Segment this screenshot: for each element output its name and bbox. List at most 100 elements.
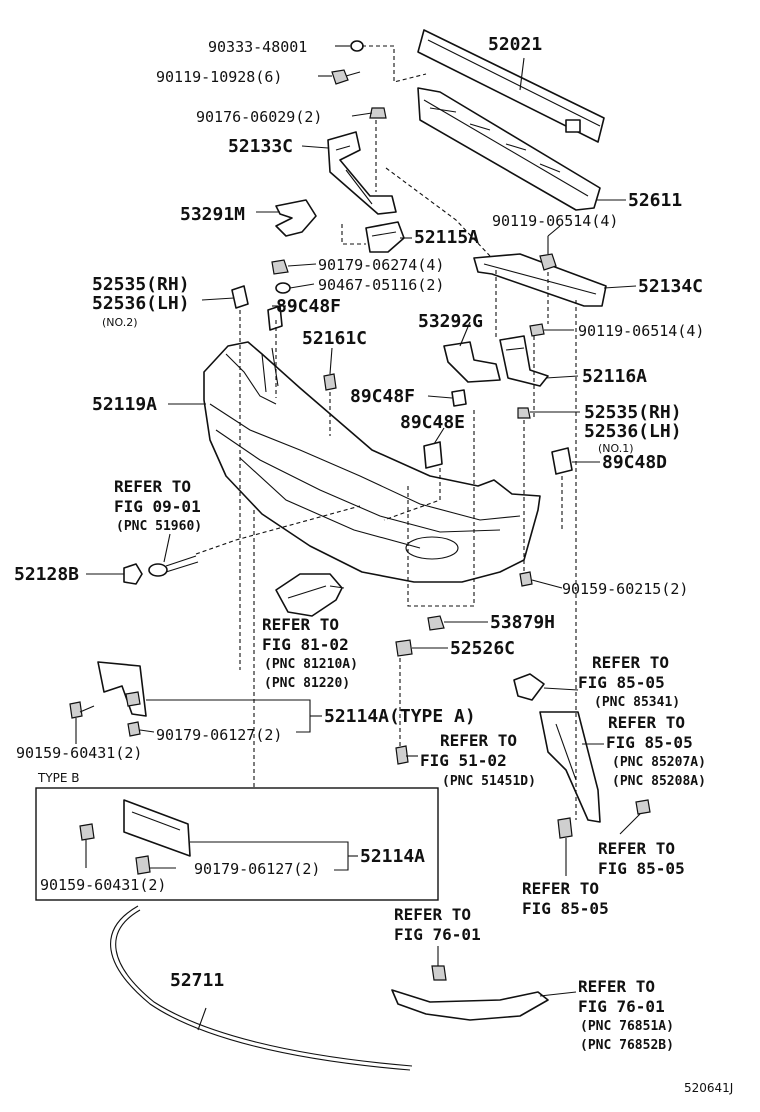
refer-7601a-line1: REFER TO (394, 905, 471, 924)
label-52536lh-a: 52536(LH) (92, 293, 190, 314)
plug-90333 (350, 40, 364, 52)
refer-fig-85-05-a: REFER TO FIG 85-05 (PNC 85341) (578, 653, 680, 710)
bracket-89C48F-b (451, 389, 467, 407)
bracket-53292G (443, 341, 501, 383)
license-bracket-type-b (123, 799, 191, 857)
refer-0901-line1: REFER TO (114, 477, 191, 496)
bolt-90119-06514-b (529, 323, 545, 337)
refer-7601b-line4: (PNC 76852B) (580, 1038, 674, 1053)
clip-52526C (395, 639, 413, 657)
label-90159-60431-b: 90159-60431(2) (40, 876, 166, 894)
diagram-id: 520641J (684, 1081, 733, 1095)
label-90159-60215: 90159-60215(2) (562, 580, 688, 598)
label-90179-06274: 90179-06274(4) (318, 256, 444, 274)
refer-8505d-line1: REFER TO (522, 879, 599, 898)
nut-90176 (369, 107, 387, 119)
retainer-52115A (365, 221, 405, 253)
tow-hook-and-cap (123, 555, 199, 585)
refer-8505a-line2: FIG 85-05 (578, 673, 665, 692)
dashed-guide-lines (195, 45, 577, 820)
refer-fig-76-01-b: REFER TO FIG 76-01 (PNC 76851A) (PNC 768… (578, 977, 674, 1053)
part-labels: 90333-48001 90119-10928(6) 90176-06029(2… (14, 34, 733, 1095)
label-no1: (NO.1) (598, 442, 634, 455)
label-90119-06514-a: 90119-06514(4) (492, 212, 618, 230)
nut-90179-06274 (271, 259, 289, 275)
label-52116A: 52116A (582, 366, 647, 387)
bracket-89C48D (551, 447, 573, 475)
bolt-90119-10928 (331, 69, 361, 85)
refer-8102-line3: (PNC 81210A) (264, 657, 358, 672)
label-89C48E: 89C48E (400, 412, 465, 433)
clip-90467 (275, 282, 291, 294)
label-90176-06029: 90176-06029(2) (196, 108, 322, 126)
label-52536lh-b: 52536(LH) (584, 421, 682, 442)
label-52133C: 52133C (228, 136, 293, 157)
refer-0901-line3: (PNC 51960) (116, 519, 202, 534)
label-52128B: 52128B (14, 564, 79, 585)
label-90159-60431-a: 90159-60431(2) (16, 744, 142, 762)
refer-8505a-line3: (PNC 85341) (594, 695, 680, 710)
screw-90159-60215 (519, 571, 533, 587)
bracket-52134C (473, 253, 607, 307)
label-52535rh-a: 52535(RH) (92, 274, 190, 295)
refer-8505b-line4: (PNC 85208A) (612, 774, 706, 789)
screw-90159-60431-a (69, 701, 83, 719)
label-90179-06127-a: 90179-06127(2) (156, 726, 282, 744)
label-52114A-type-a: 52114A(TYPE A) (324, 706, 476, 727)
clip-52535-no1 (517, 407, 531, 419)
refer-7601a-line2: FIG 76-01 (394, 925, 481, 944)
clip-85-05-a (557, 817, 573, 839)
label-52711: 52711 (170, 970, 224, 991)
nut-90179-06127-b (135, 855, 151, 875)
refer-7601b-line2: FIG 76-01 (578, 997, 665, 1016)
label-89C48D: 89C48D (602, 452, 667, 473)
retainer-52116A (499, 335, 549, 387)
bracket-89C48F-a (267, 305, 283, 331)
refer-5102-line2: FIG 51-02 (420, 751, 507, 770)
refer-7601b-line1: REFER TO (578, 977, 655, 996)
label-52119A: 52119A (92, 394, 157, 415)
label-52021: 52021 (488, 34, 542, 55)
clip-85-05-b (635, 799, 651, 815)
leader-lines (75, 45, 641, 1031)
label-52161C: 52161C (302, 328, 367, 349)
label-52611: 52611 (628, 190, 682, 211)
label-90119-06514-b: 90119-06514(4) (578, 322, 704, 340)
label-53292G: 53292G (418, 311, 483, 332)
refer-8102-line2: FIG 81-02 (262, 635, 349, 654)
type-b-frame (35, 787, 439, 901)
label-90119-10928: 90119-10928(6) (156, 68, 282, 86)
bracket-53291M (275, 199, 317, 237)
bracket-52535-no2 (231, 285, 249, 309)
refer-8102-line1: REFER TO (262, 615, 339, 634)
fog-lamp (275, 573, 343, 617)
clip-52161C (323, 373, 337, 391)
label-no2: (NO.2) (102, 316, 138, 329)
label-90467-05116: 90467-05116(2) (318, 276, 444, 294)
label-53291M: 53291M (180, 204, 245, 225)
refer-fig-85-05-d: REFER TO FIG 85-05 (522, 879, 609, 918)
label-90333-48001: 90333-48001 (208, 38, 307, 56)
label-52535rh-b: 52535(RH) (584, 402, 682, 423)
screw-51-02 (395, 745, 409, 765)
license-bracket-type-a (97, 661, 147, 717)
label-52134C: 52134C (638, 276, 703, 297)
label-type-b: TYPE B (37, 771, 80, 785)
bracket-52133C (327, 131, 397, 215)
refer-fig-09-01: REFER TO FIG 09-01 (PNC 51960) (114, 477, 202, 534)
refer-fig-76-01-a: REFER TO FIG 76-01 (394, 905, 481, 944)
side-lamp-85-05 (513, 673, 601, 823)
refer-8505a-line1: REFER TO (592, 653, 669, 672)
label-52114A-b: 52114A (360, 846, 425, 867)
molding-52711 (110, 905, 411, 1071)
label-89C48F-a: 89C48F (276, 296, 341, 317)
bolt-90119-06514-a (539, 236, 557, 271)
reinforcement-bar-52021 (417, 29, 605, 143)
clip-53879H (427, 615, 445, 631)
refer-8505c-line1: REFER TO (598, 839, 675, 858)
label-52115A: 52115A (414, 227, 479, 248)
nut-90179-06127-a (127, 721, 141, 737)
label-52526C: 52526C (450, 638, 515, 659)
